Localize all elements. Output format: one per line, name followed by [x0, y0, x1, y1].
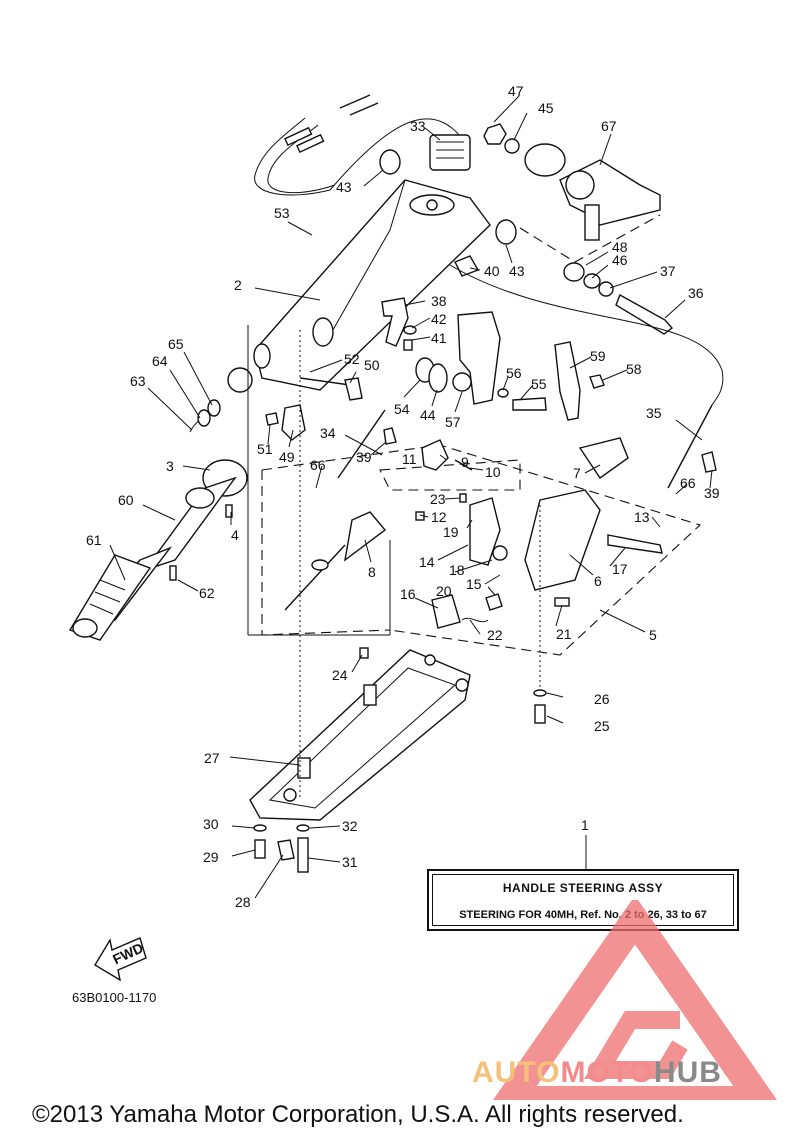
callout-61: 61 — [86, 532, 102, 548]
callout-6: 6 — [594, 573, 602, 589]
callout-37: 37 — [660, 263, 676, 279]
callout-39a: 39 — [356, 449, 372, 465]
callout-10: 10 — [485, 464, 501, 480]
callout-66a: 66 — [310, 457, 326, 473]
callout-54: 54 — [394, 401, 410, 417]
callout-52: 52 — [344, 351, 360, 367]
callout-26: 26 — [594, 691, 610, 707]
callout-15: 15 — [466, 576, 482, 592]
callout-22: 22 — [487, 627, 503, 643]
callout-49: 49 — [279, 449, 295, 465]
callout-46: 46 — [612, 252, 628, 268]
callout-32: 32 — [342, 818, 358, 834]
callout-3: 3 — [166, 458, 174, 474]
callout-20: 20 — [436, 583, 452, 599]
base-plate-drawing — [249, 330, 541, 821]
callout-5: 5 — [649, 627, 657, 643]
fasteners-drawing — [253, 689, 547, 873]
callout-23: 23 — [430, 491, 446, 507]
callout-12: 12 — [431, 509, 447, 525]
callout-60: 60 — [118, 492, 134, 508]
callout-16: 16 — [400, 586, 416, 602]
watermark-hub: HUB — [653, 1056, 722, 1089]
callout-43b: 43 — [509, 263, 525, 279]
callout-48: 48 — [612, 239, 628, 255]
callout-13: 13 — [634, 509, 650, 525]
callout-51: 51 — [257, 441, 273, 457]
callout-25: 25 — [594, 718, 610, 734]
leader-lines — [109, 95, 713, 899]
callout-41: 41 — [431, 330, 447, 346]
callout-43a: 43 — [336, 179, 352, 195]
callout-57: 57 — [445, 414, 461, 430]
callout-18: 18 — [449, 562, 465, 578]
callout-11: 11 — [402, 451, 417, 467]
copyright-notice: ©2013 Yamaha Motor Corporation, U.S.A. A… — [32, 1101, 684, 1128]
callout-56: 56 — [506, 365, 522, 381]
callout-7: 7 — [573, 465, 581, 481]
callout-31: 31 — [342, 854, 358, 870]
callout-42: 42 — [431, 311, 447, 327]
callout-27: 27 — [204, 750, 220, 766]
callout-14: 14 — [419, 554, 435, 570]
callout-66b: 66 — [680, 475, 696, 491]
callout-39b: 39 — [704, 485, 720, 501]
callout-62: 62 — [199, 585, 215, 601]
callout-47: 47 — [508, 83, 524, 99]
callout-4: 4 — [231, 527, 239, 543]
pivot-bracket-drawing — [483, 123, 674, 335]
callout-50: 50 — [364, 357, 380, 373]
shift-cables-drawing — [337, 264, 724, 489]
watermark-logo-icon — [492, 900, 778, 1100]
fwd-arrow-icon: FWD — [94, 937, 147, 982]
callout-17: 17 — [612, 561, 628, 577]
callout-1: 1 — [581, 817, 589, 833]
callout-numbers: 1 2 3 4 5 6 7 8 9 10 11 12 13 14 15 16 1… — [86, 83, 720, 910]
diagram-code: 63B0100-1170 — [72, 990, 157, 1005]
callout-8: 8 — [368, 564, 376, 580]
callout-67: 67 — [601, 118, 617, 134]
callout-33: 33 — [410, 118, 426, 134]
watermark-text: AUTOMOTOHUB — [472, 1056, 722, 1090]
steering-bracket-drawing — [253, 179, 491, 391]
callout-53: 53 — [274, 205, 290, 221]
callout-34: 34 — [320, 425, 336, 441]
callout-63: 63 — [130, 373, 146, 389]
throttle-cables-drawing — [254, 94, 471, 196]
assembly-title: HANDLE STEERING ASSY — [502, 881, 664, 895]
callout-30: 30 — [203, 816, 219, 832]
callout-19: 19 — [443, 524, 459, 540]
watermark-moto: MOTO — [560, 1056, 654, 1089]
callout-35: 35 — [646, 405, 662, 421]
callout-21: 21 — [556, 626, 572, 642]
callout-2: 2 — [234, 277, 242, 293]
callout-9: 9 — [461, 454, 469, 470]
shift-assembly-drawing — [247, 325, 702, 656]
callout-45: 45 — [538, 100, 554, 116]
callout-40: 40 — [484, 263, 500, 279]
handle-grip-drawing — [68, 459, 248, 641]
callout-55: 55 — [531, 376, 547, 392]
callout-29: 29 — [203, 849, 219, 865]
callout-44: 44 — [420, 407, 436, 423]
callout-58: 58 — [626, 361, 642, 377]
callout-38: 38 — [431, 293, 447, 309]
callout-24: 24 — [332, 667, 348, 683]
callout-59: 59 — [590, 348, 606, 364]
callout-65: 65 — [168, 336, 184, 352]
callout-28: 28 — [235, 894, 251, 910]
callout-36: 36 — [688, 285, 704, 301]
callout-64: 64 — [152, 353, 168, 369]
watermark-auto: AUTO — [472, 1056, 561, 1089]
linkage-parts-drawing — [381, 297, 605, 421]
